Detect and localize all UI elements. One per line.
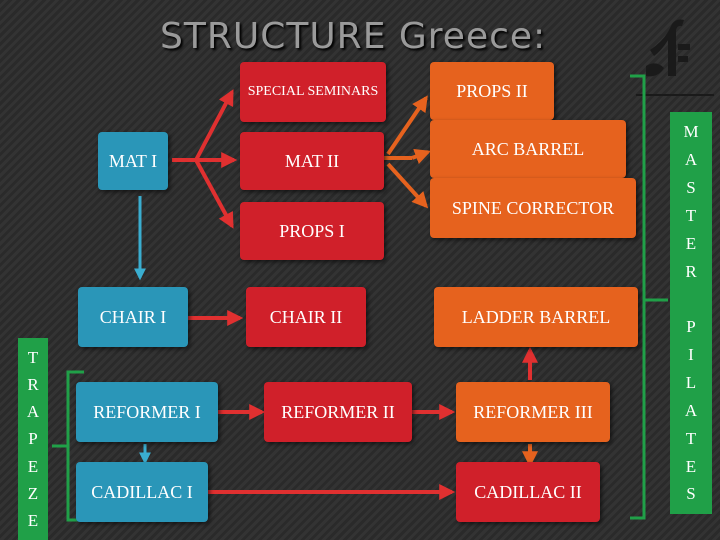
spine-corrector-box: SPINE CORRECTOR [430, 178, 636, 238]
reformer1-box: REFORMER I [76, 382, 218, 442]
props1-box: PROPS I [240, 202, 384, 260]
master-bracket [630, 74, 646, 520]
chair2-box: CHAIR II [246, 287, 366, 347]
reformer3-box: REFORMER III [456, 382, 610, 442]
special-seminars-box: SPECIAL SEMINARS [240, 62, 386, 122]
ladder-barrel-box: LADDER BARREL [434, 287, 638, 347]
mat2-box: MAT II [240, 132, 384, 190]
master-pilates-label: M A S T E R P I L A T E S [670, 112, 712, 514]
mat1-box: MAT I [98, 132, 168, 190]
cadillac1-box: CADILLAC I [76, 462, 208, 522]
arc-barrel-box: ARC BARREL [430, 120, 626, 178]
trapeze-label: T R A P E Z E [18, 338, 48, 540]
mat1-fan-arrows [172, 89, 238, 229]
props2-box: PROPS II [430, 62, 554, 120]
chair1-box: CHAIR I [78, 287, 188, 347]
page-title: STRUCTURE Greece: [160, 16, 547, 57]
logo-icon [636, 19, 714, 96]
reformer2-box: REFORMER II [264, 382, 412, 442]
cadillac2-box: CADILLAC II [456, 462, 600, 522]
mat2-fan-arrows [384, 95, 431, 209]
